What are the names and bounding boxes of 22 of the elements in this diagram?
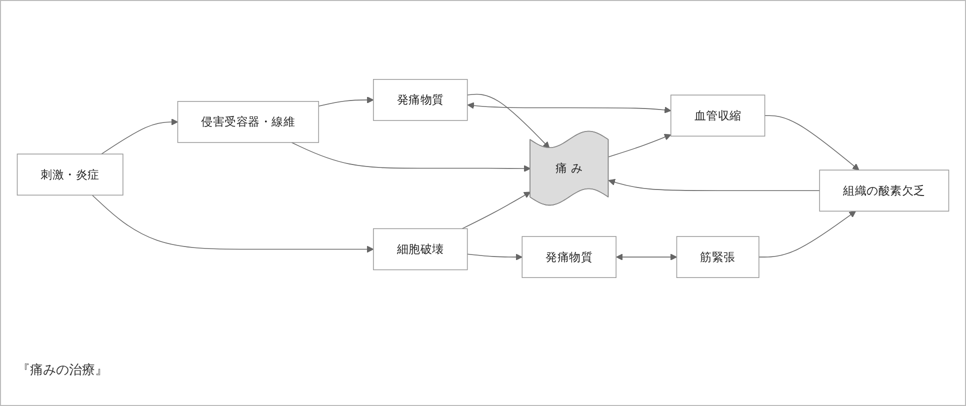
arrow <box>466 254 522 260</box>
arrow <box>462 192 531 230</box>
node-box: 細胞破壊 <box>373 228 468 270</box>
arrow <box>608 134 672 158</box>
node-box: 侵害受容器・線維 <box>177 101 320 143</box>
node-box: 血管収縮 <box>670 94 766 137</box>
arrow <box>318 96 374 106</box>
arrow <box>467 102 672 114</box>
caption: 『痛みの治療』 <box>17 362 108 379</box>
node-box: 発痛物質 <box>373 79 468 121</box>
arrow <box>92 194 374 253</box>
node-box: 組織の酸素欠乏 <box>819 170 950 212</box>
node-box: 発痛物質 <box>522 236 616 278</box>
arrow <box>101 118 178 154</box>
arrow <box>616 254 678 260</box>
node-box: 筋緊張 <box>676 236 760 278</box>
arrow <box>608 178 820 192</box>
node-box: 刺激・炎症 <box>16 154 124 196</box>
arrow <box>764 115 860 170</box>
arrow <box>466 94 550 148</box>
arrow <box>291 142 531 172</box>
arrow <box>758 210 856 258</box>
